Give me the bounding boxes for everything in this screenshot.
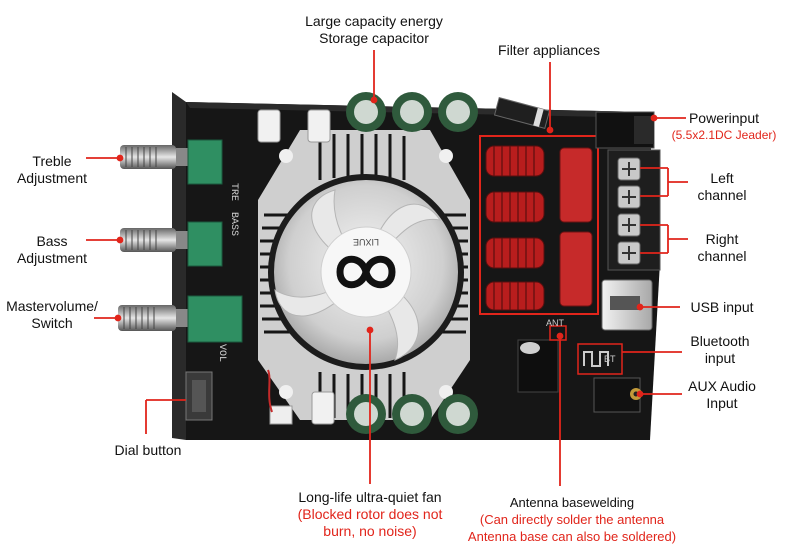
treble-knob[interactable] (120, 139, 223, 185)
power-callout-line2: (5.5x2.1DC Jeader) (671, 128, 777, 142)
fan-line1: Long-life ultra-quiet fan (298, 489, 442, 505)
bass-callout: Bass Adjustment (14, 233, 90, 267)
fan-brand-label: LIXUE (353, 237, 379, 247)
power-jack[interactable] (595, 111, 655, 149)
bluetooth-callout: Bluetooth input (682, 333, 758, 367)
power-callout-line1: Powerinput (688, 110, 760, 126)
vol-silkscreen: VOL (216, 344, 227, 362)
dial-callout-text: Dial button (114, 442, 182, 458)
tre-silkscreen: TRE (228, 183, 239, 201)
treble-line2: Adjustment (16, 170, 88, 186)
capacitor-bottom (269, 391, 478, 434)
aux-line2: Input (706, 395, 738, 411)
cooling-fan: LIXUE (268, 174, 464, 370)
antenna-line1: Antenna basewelding (509, 495, 635, 510)
capacitor-callout-line1: Large capacity energy (305, 13, 443, 29)
bass-silkscreen: BASS (228, 212, 239, 236)
infinity-logo-icon (336, 255, 396, 289)
callout-lines (86, 50, 688, 486)
filter-callout: Filter appliances (487, 42, 611, 59)
diode (493, 96, 551, 130)
treble-callout: Treble Adjustment (14, 153, 90, 187)
fan-line3: burn, no noise) (323, 523, 417, 539)
right-channel-callout: Right channel (690, 231, 754, 265)
usb-callout-text: USB input (690, 299, 754, 315)
filter-block (479, 135, 599, 315)
capacitor-callout-line2: Storage capacitor (319, 30, 429, 46)
master-line1: Mastervolume/ (6, 298, 98, 314)
filter-callout-text: Filter appliances (498, 42, 600, 58)
dial-button[interactable] (185, 371, 213, 421)
right-channel-line1: Right (705, 231, 739, 247)
antenna-line2: (Can directly solder the antenna (479, 512, 665, 527)
dial-callout: Dial button (106, 442, 190, 459)
left-channel-callout: Left channel (690, 170, 754, 204)
antenna-line3: Antenna base can also be soldered) (467, 529, 677, 544)
bass-line1: Bass (36, 233, 68, 249)
master-volume-knob[interactable] (118, 295, 243, 343)
right-channel-line2: channel (697, 248, 747, 264)
power-callout: Powerinput (5.5x2.1DC Jeader) (666, 110, 782, 144)
capacitor-callout: Large capacity energy Storage capacitor (296, 13, 452, 47)
capacitor-top-1 (257, 92, 478, 143)
left-channel-line2: channel (697, 187, 747, 203)
aux-jack[interactable] (593, 377, 642, 413)
master-line2: Switch (31, 315, 73, 331)
ant-silkscreen: ANT (546, 318, 565, 328)
bluetooth-line2: input (704, 350, 736, 366)
antenna-callout: Antenna basewelding (Can directly solder… (462, 494, 682, 545)
treble-line1: Treble (32, 153, 72, 169)
front-panel (172, 92, 186, 440)
bt-silkscreen: BT (604, 354, 616, 364)
aux-callout: AUX Audio Input (682, 378, 762, 412)
fan-line2: (Blocked rotor does not (297, 506, 443, 522)
bluetooth-line1: Bluetooth (690, 333, 750, 349)
left-channel-line1: Left (710, 170, 734, 186)
bass-line2: Adjustment (16, 250, 88, 266)
usb-callout: USB input (684, 299, 760, 316)
fan-callout: Long-life ultra-quiet fan (Blocked rotor… (284, 489, 456, 540)
master-volume-callout: Mastervolume/ Switch (4, 298, 100, 332)
usb-port[interactable] (601, 279, 653, 331)
speaker-terminals[interactable] (607, 149, 661, 271)
bluetooth-module: BT ANT (517, 318, 623, 393)
bass-knob[interactable] (120, 221, 223, 267)
aux-line1: AUX Audio (688, 378, 756, 394)
